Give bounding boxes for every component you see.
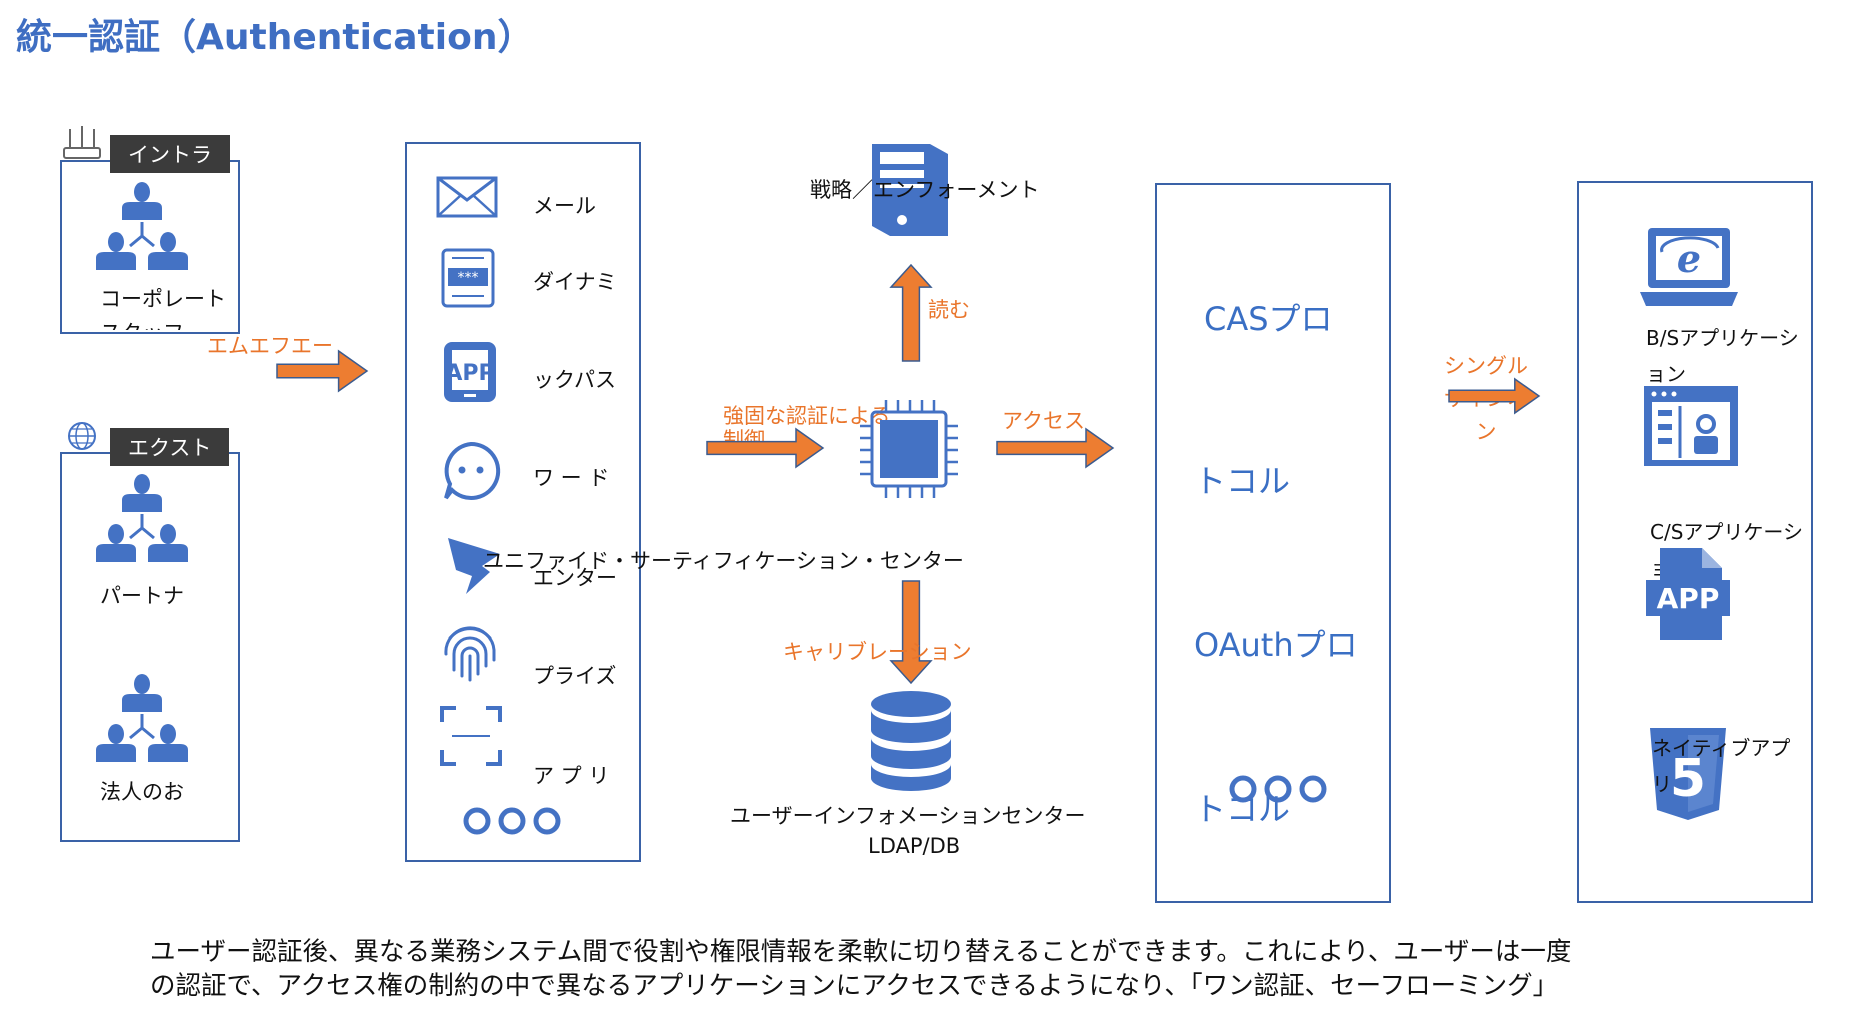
arrow-right-icon xyxy=(1448,377,1541,415)
corporate-staff-icon xyxy=(96,182,188,270)
description-text: ユーザー認証後、異なる業務システム間で役割や権限情報を柔軟に切り替えることができ… xyxy=(150,935,1750,1003)
protocol-box xyxy=(1155,183,1391,903)
router-icon xyxy=(63,126,101,159)
corporate-client-label: 法人のお xyxy=(100,780,184,804)
policy-enforcement-label: 戦略／エンフォーメント xyxy=(810,178,1040,202)
access-label: アクセス xyxy=(1002,409,1085,433)
mfa-label: エムエフエー xyxy=(207,334,333,358)
cas-protocol-label-2: トコル xyxy=(1194,462,1291,500)
page-title: 統一認証（Authentication） xyxy=(16,17,534,58)
external-tag: エクスト xyxy=(110,428,230,466)
svg-text:APP: APP xyxy=(445,361,494,386)
method-unified-label: エンター xyxy=(533,566,617,590)
cs-app-window-icon xyxy=(1644,386,1738,466)
arrow-right-icon xyxy=(276,349,369,393)
voice-chat-icon xyxy=(444,441,501,500)
method-fingerprint-label: プライズ xyxy=(533,664,617,688)
face-scan-icon xyxy=(440,706,502,766)
method-mail-label: メール xyxy=(533,194,596,218)
cas-protocol-label: CASプロ xyxy=(1204,300,1333,338)
method-app-label: ックパス xyxy=(533,368,616,392)
auth-chip-icon xyxy=(860,400,958,498)
mail-icon xyxy=(436,176,498,218)
native-app-label: ネイティブアプ リ xyxy=(1652,736,1791,796)
html5-icon: 5 xyxy=(1650,728,1726,820)
svg-text:***: *** xyxy=(458,270,479,286)
arrow-right-icon xyxy=(996,427,1115,469)
partner-label: パートナ xyxy=(100,584,184,608)
app-file-icon: APP xyxy=(1646,548,1730,640)
description-line-2: の認証で、アクセス権の制約の中で異なるアプリケーションにアクセスできるようになり… xyxy=(150,971,1559,1001)
bs-app-label: B/Sアプリケーシ ョン xyxy=(1646,326,1799,386)
ldap-db-label: LDAP/DB xyxy=(868,834,961,858)
password-token-icon: *** xyxy=(441,248,495,308)
method-dynamic-label: ダイナミ xyxy=(533,270,617,294)
app-phone-icon: APP xyxy=(444,342,496,402)
svg-text:APP: APP xyxy=(1657,582,1720,615)
more-methods-icon xyxy=(463,807,561,835)
method-voice-label: ワ ー ド xyxy=(533,466,610,490)
unified-cert-center-label: ユニファイド・サーティフィケーション・センター xyxy=(483,549,964,573)
server-icon xyxy=(872,144,948,236)
svg-text:e: e xyxy=(1677,236,1701,281)
calibration-label: キャリブレーション xyxy=(783,640,972,664)
database-icon xyxy=(871,691,951,791)
user-info-center-label: ユーザーインフォメーションセンター xyxy=(730,804,1086,828)
arrow-right-icon xyxy=(706,427,825,469)
partner-icon xyxy=(96,474,188,562)
oauth-protocol-label: OAuthプロ xyxy=(1194,626,1358,664)
intranet-user-box xyxy=(60,160,240,334)
corporate-staff-label: コーポレート スタッフ xyxy=(100,287,226,330)
intranet-tag: イントラ xyxy=(110,135,230,173)
method-face-label: ア プ リ xyxy=(533,764,610,788)
svg-text:5: 5 xyxy=(1670,749,1706,809)
oauth-protocol-label-2: トコル xyxy=(1194,790,1291,828)
description-line-1: ユーザー認証後、異なる業務システム間で役割や権限情報を柔軟に切り替えることができ… xyxy=(150,937,1572,967)
more-protocols-icon xyxy=(1229,775,1327,803)
fingerprint-icon xyxy=(444,626,496,682)
corporate-client-icon xyxy=(96,674,188,762)
arrow-down-icon xyxy=(889,580,933,685)
globe-icon xyxy=(68,422,96,450)
read-label: 読む xyxy=(928,298,970,322)
external-user-box xyxy=(60,452,240,842)
arrow-up-icon xyxy=(889,263,933,362)
browser-laptop-icon: e xyxy=(1640,228,1738,306)
dingtalk-icon xyxy=(448,538,500,594)
